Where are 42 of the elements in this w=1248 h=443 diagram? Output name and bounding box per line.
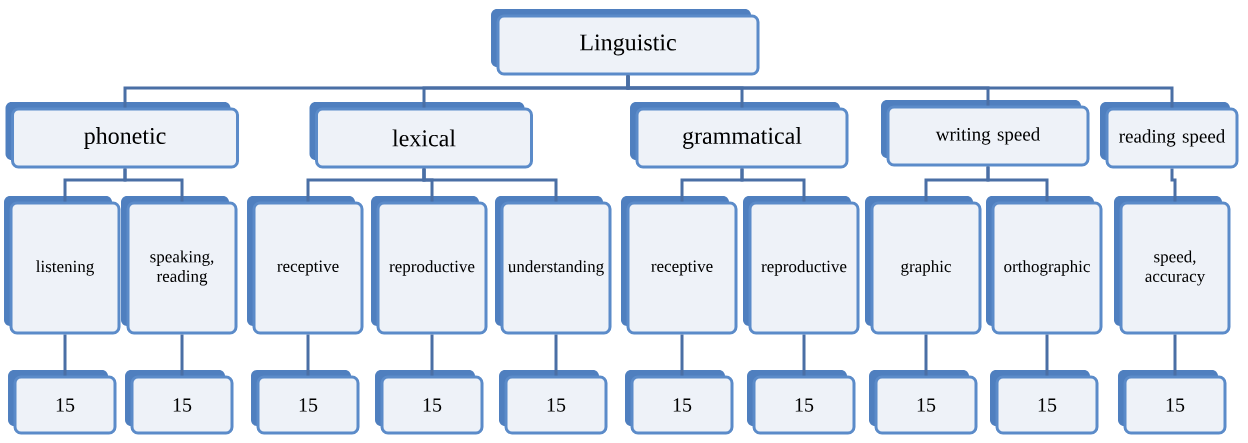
connector-line: [63, 334, 67, 376]
connector-line: [430, 334, 434, 376]
heading-box: Linguistic: [491, 9, 760, 76]
score-box: 15: [251, 370, 360, 435]
connector-line: [802, 334, 806, 376]
skill-box: speed, accuracy: [1114, 196, 1231, 335]
skill-box: reproductive: [371, 196, 488, 335]
score-box: 15: [125, 370, 234, 435]
connector-line: [1170, 168, 1177, 202]
score-box: 15: [1118, 370, 1227, 435]
connector-line: [924, 334, 928, 376]
score-box: 15: [499, 370, 608, 435]
connector-line: [1045, 334, 1049, 376]
connector-line: [986, 166, 1049, 202]
category-box: phonetic: [5, 102, 239, 169]
score-box: 15: [375, 370, 484, 435]
connector-line: [554, 334, 558, 376]
skill-box: understanding: [495, 196, 612, 335]
score-box: 15: [990, 370, 1099, 435]
connector-line: [626, 75, 1174, 108]
connector-line: [306, 334, 310, 376]
category-box: reading speed: [1100, 102, 1239, 169]
score-box: 15: [625, 370, 734, 435]
connector-line: [680, 334, 684, 376]
skill-box: receptive: [621, 196, 738, 335]
score-box: 15: [747, 370, 856, 435]
skill-box: reproductive: [743, 196, 860, 335]
skill-box: receptive: [247, 196, 364, 335]
skill-box: speaking, reading: [121, 196, 238, 335]
connector-line: [180, 334, 184, 376]
category-box: lexical: [309, 102, 533, 169]
connector-line: [740, 168, 806, 202]
skill-box: orthographic: [986, 196, 1103, 335]
category-box: grammatical: [630, 102, 849, 169]
score-box: 15: [8, 370, 117, 435]
connector-line: [1173, 334, 1177, 376]
skill-box: graphic: [865, 196, 982, 335]
connector-line: [123, 168, 184, 202]
score-box: 15: [869, 370, 978, 435]
category-box: writing speed: [881, 100, 1090, 167]
connector-line: [422, 168, 558, 202]
skill-box: listening: [4, 196, 121, 335]
